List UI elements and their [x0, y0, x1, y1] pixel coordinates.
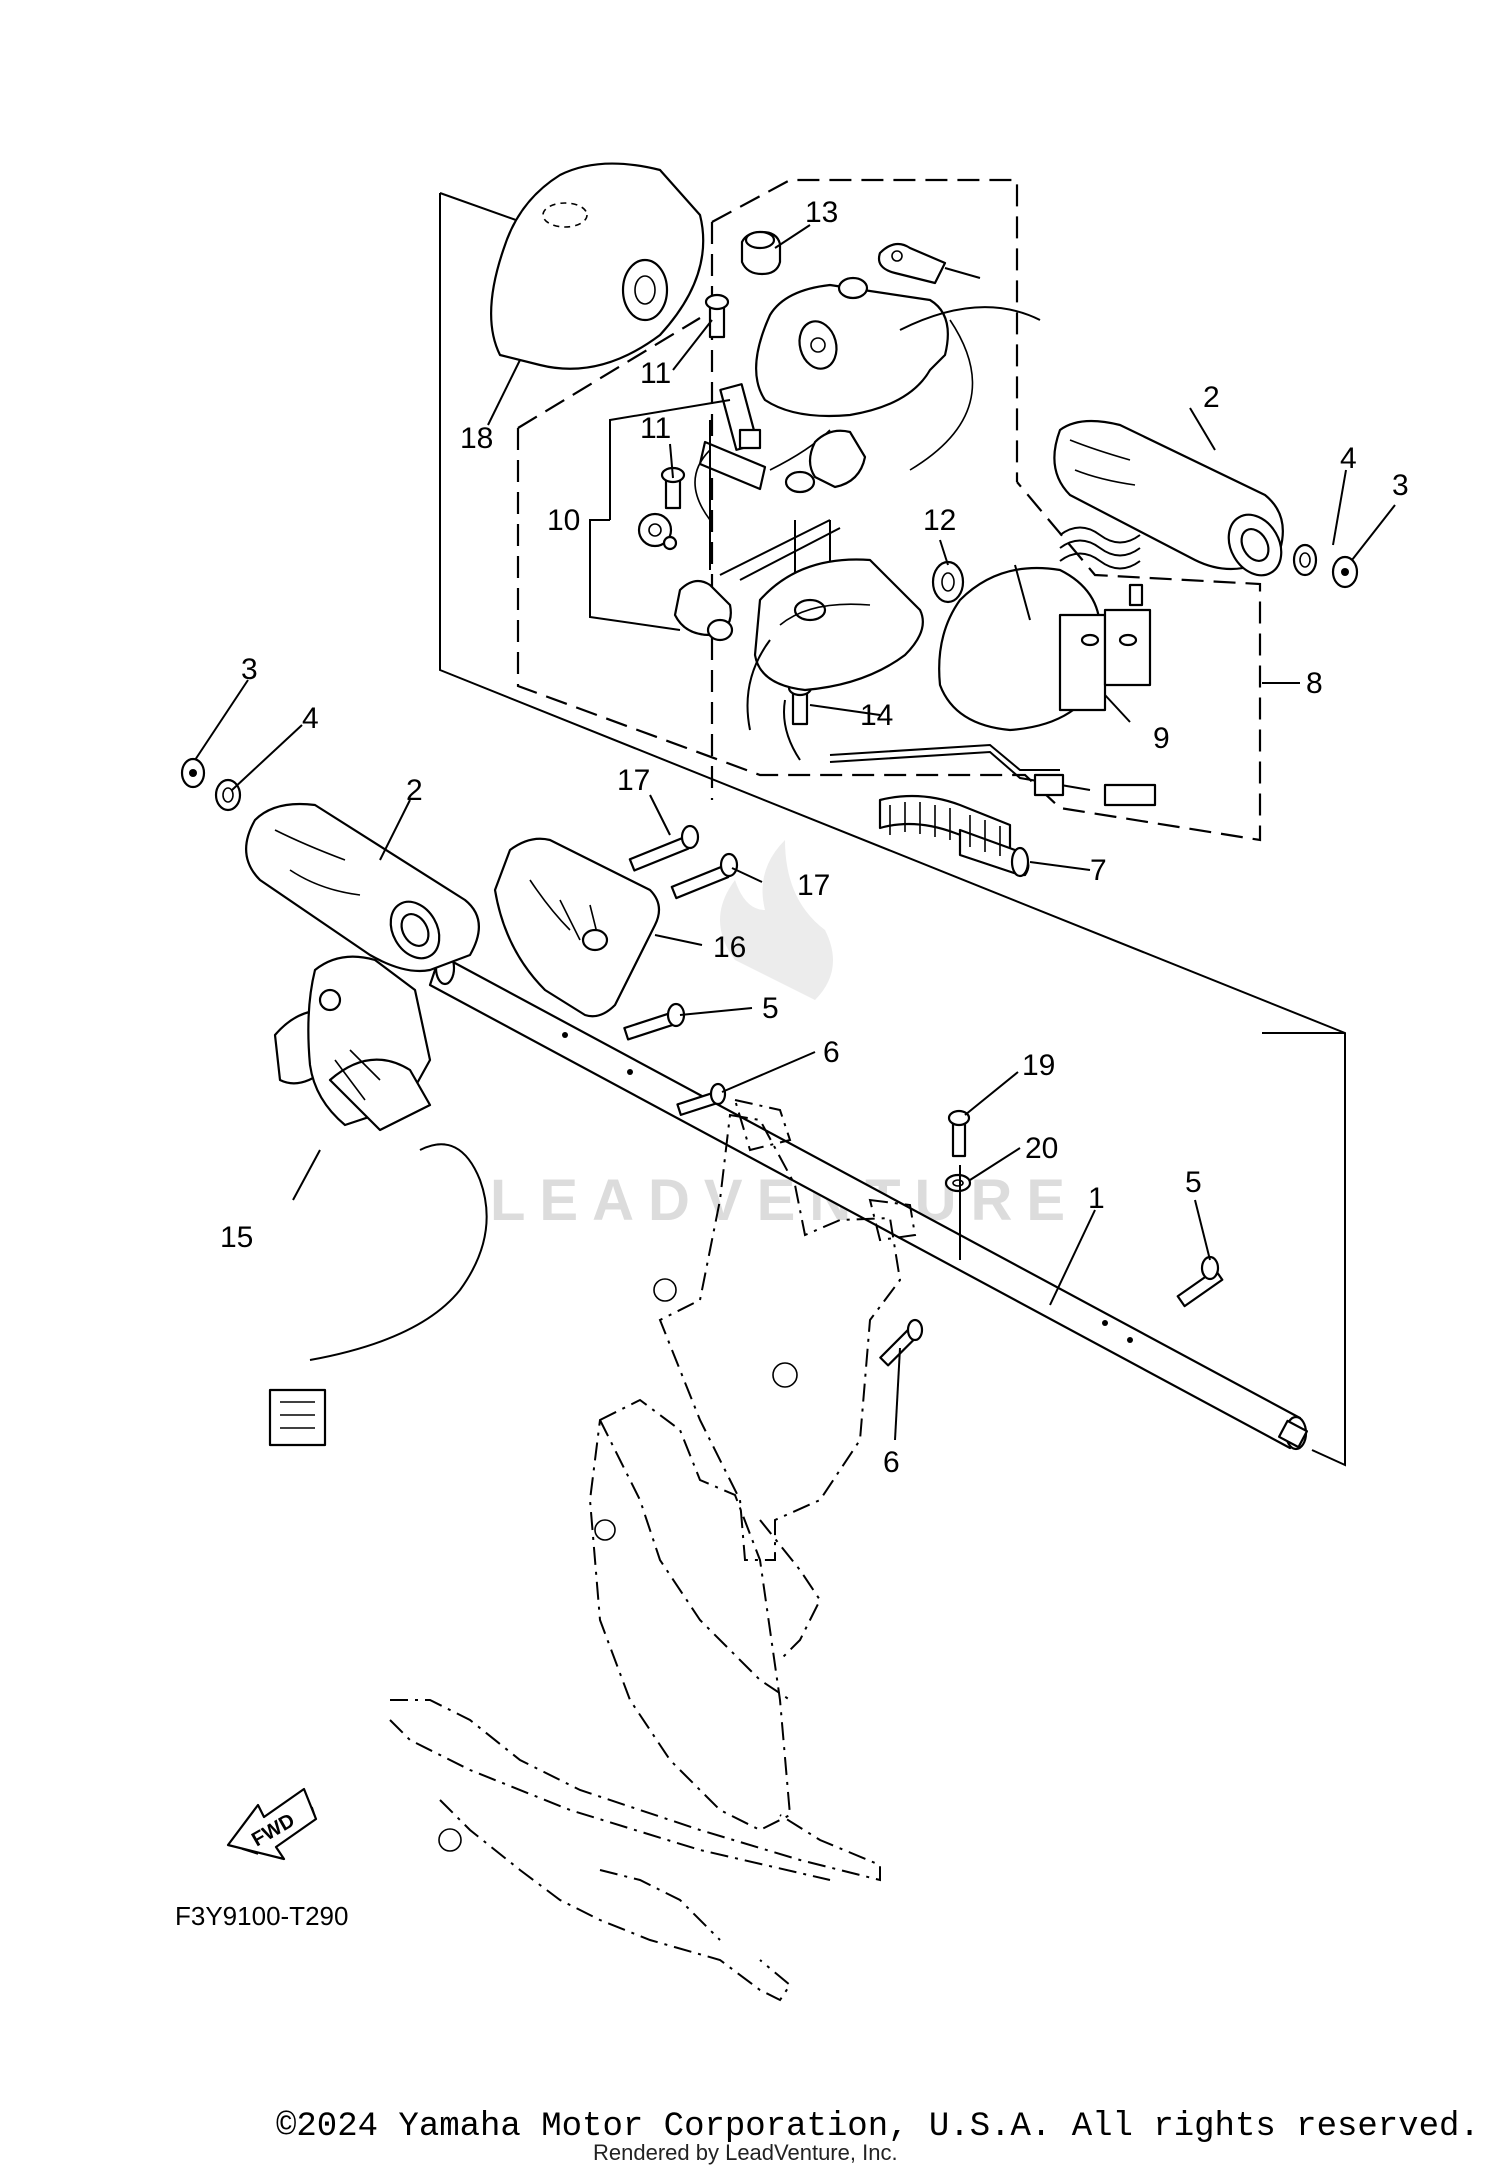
callout-18: 18: [460, 422, 493, 455]
fwd-arrow-icon: FWD: [226, 1787, 318, 1861]
screw-6-right: [879, 1318, 924, 1367]
callout-11-lower: 11: [640, 412, 671, 445]
callout-20: 20: [1025, 1132, 1058, 1165]
right-grip: [1053, 419, 1284, 577]
callout-2-right: 2: [1203, 381, 1220, 414]
screw-17-a: [628, 824, 700, 872]
screw-17-b: [670, 852, 739, 900]
diagram-code: F3Y9100-T290: [175, 1901, 348, 1931]
switch-wiring: [829, 743, 1157, 807]
callout-4-right: 4: [1340, 442, 1357, 475]
handlebar: [428, 950, 1309, 1451]
switch-housing-lower: [746, 558, 924, 761]
left-grip: [245, 802, 480, 973]
callout-9: 9: [1153, 722, 1170, 755]
lanyard-clip: [877, 242, 981, 285]
callout-5-right: 5: [1185, 1166, 1202, 1199]
callout-3-right: 3: [1392, 469, 1409, 502]
callout-6-left: 6: [823, 1036, 840, 1069]
callout-1: 1: [1088, 1182, 1105, 1215]
switch-plug: [740, 230, 782, 276]
left-end-cap: [180, 757, 242, 812]
screw-5-left: [623, 1002, 686, 1041]
callout-17-lower: 17: [797, 869, 830, 902]
callout-19: 19: [1022, 1049, 1055, 1082]
callout-12: 12: [923, 504, 956, 537]
spring: [1059, 526, 1141, 570]
switch-cover: [490, 162, 705, 370]
callout-17-upper: 17: [617, 764, 650, 797]
screw-6-left: [676, 1082, 727, 1116]
watermark-text: LEADVENTURE: [490, 1168, 1079, 1233]
callout-16: 16: [713, 931, 746, 964]
throttle-housing: [268, 955, 488, 1447]
start-switch: [938, 566, 1152, 732]
callout-11-upper: 11: [640, 357, 671, 390]
harness-tube: [878, 794, 1030, 878]
callout-10: 10: [547, 504, 580, 537]
callout-13: 13: [805, 196, 838, 229]
right-end-cap: [1292, 543, 1359, 589]
screw-11-a: [704, 293, 730, 339]
copyright-notice: ©2024 Yamaha Motor Corporation, U.S.A. A…: [276, 2108, 1480, 2146]
grommet-12: [931, 560, 965, 604]
callout-14: 14: [860, 699, 893, 732]
screw-5-right: [1176, 1255, 1224, 1308]
left-control-mount: [493, 837, 661, 1018]
callout-3-left: 3: [241, 653, 258, 686]
switch-housing-upper: [755, 276, 1041, 471]
steering-column: [389, 1098, 917, 2002]
assembly-frame: [439, 192, 1346, 1467]
callout-15: 15: [220, 1221, 253, 1254]
callout-4-left: 4: [302, 702, 319, 735]
callout-8: 8: [1306, 667, 1323, 700]
leader-lines: [194, 224, 1396, 1441]
callout-labels: 1 2 2 3 3 4 4 5 5 6 6 7 8 9 10 11 11 12 …: [220, 196, 1409, 1479]
washer-20: [944, 1173, 972, 1193]
screw-19: [947, 1109, 971, 1158]
rendered-by: Rendered by LeadVenture, Inc.: [593, 2140, 898, 2165]
callout-7: 7: [1090, 854, 1107, 887]
callout-5-left: 5: [762, 992, 779, 1025]
callout-2-left: 2: [406, 774, 423, 807]
callout-6-right: 6: [883, 1446, 900, 1479]
screws: [623, 293, 1224, 1367]
